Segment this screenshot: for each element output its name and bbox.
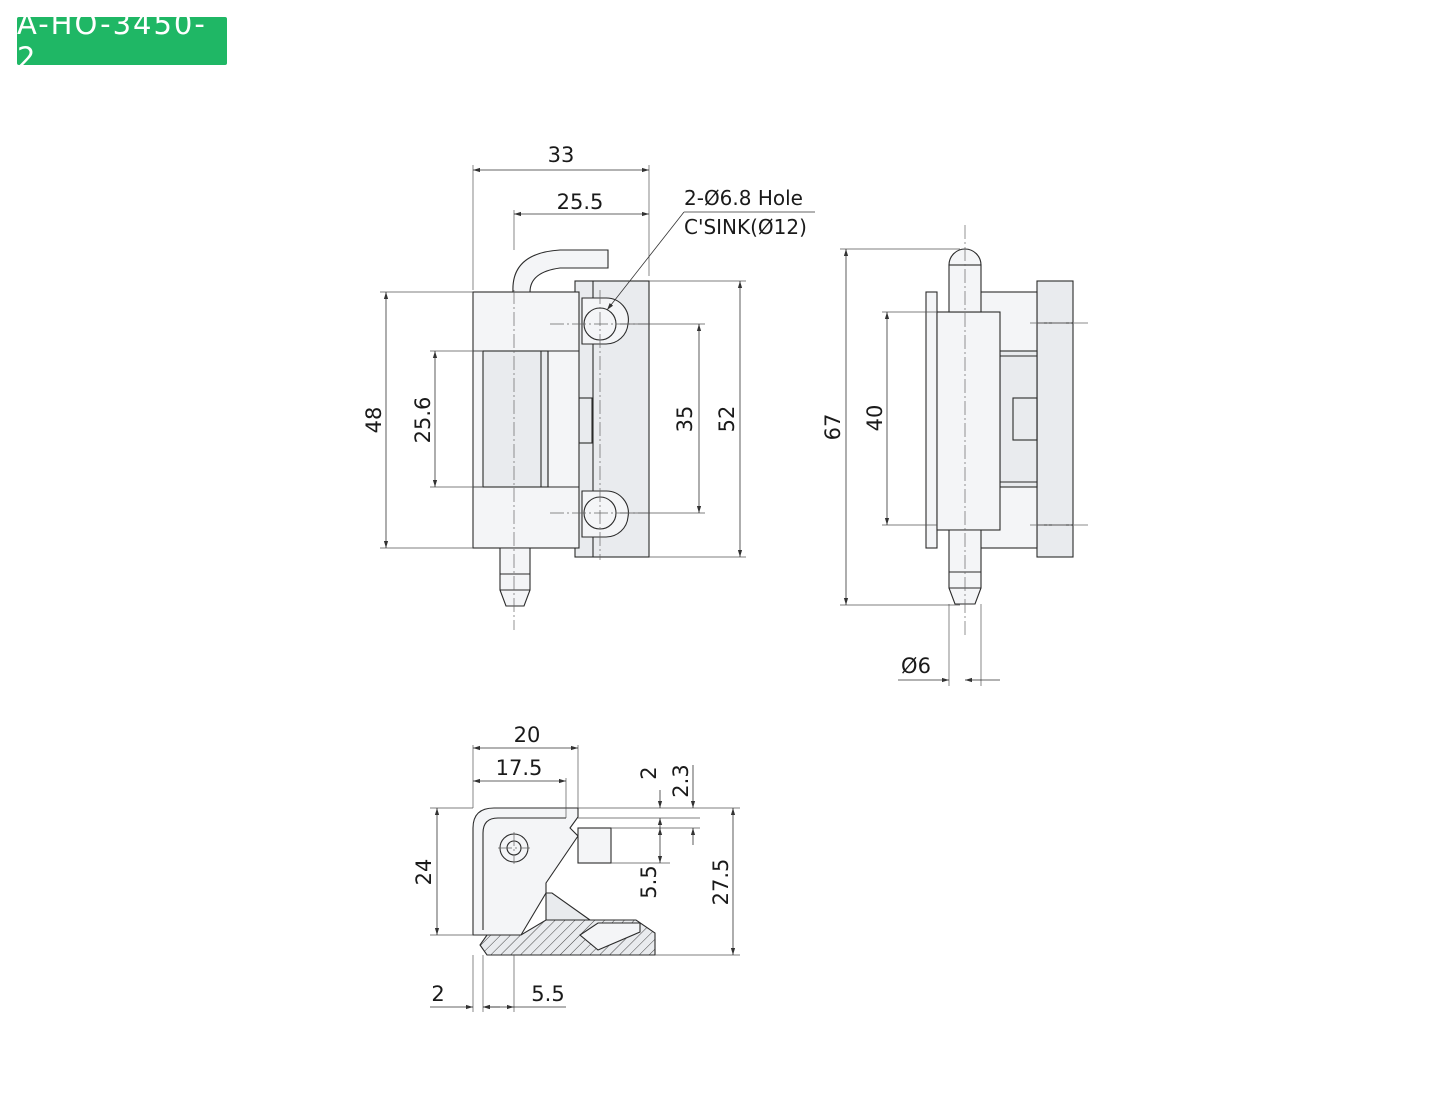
dim-2-top-label: 2 bbox=[637, 766, 661, 779]
dim-48-label: 48 bbox=[362, 407, 386, 434]
dim-20-label: 20 bbox=[514, 723, 541, 747]
callout-leader bbox=[606, 211, 685, 311]
front-knuckle-recess bbox=[482, 350, 549, 488]
front-view: 33 25.5 48 25.6 35 52 2-Ø6.8 Hole C'SINK… bbox=[362, 143, 815, 630]
hinge-top-curve bbox=[512, 249, 609, 293]
dim-d6-label: Ø6 bbox=[901, 654, 931, 678]
callout-hole-label: 2-Ø6.8 Hole bbox=[684, 186, 803, 210]
countersink-hole-top bbox=[581, 297, 629, 345]
dim-17-5-label: 17.5 bbox=[496, 756, 543, 780]
dim-40-label: 40 bbox=[863, 405, 887, 432]
dim-27-5-label: 27.5 bbox=[709, 859, 733, 906]
hinge-pin-bottom bbox=[499, 547, 531, 607]
dim-25-5-label: 25.5 bbox=[557, 190, 604, 214]
dim-67-label: 67 bbox=[821, 414, 845, 441]
side-left-plate bbox=[925, 291, 938, 549]
dim-33-label: 33 bbox=[548, 143, 575, 167]
side-view: 67 40 Ø6 bbox=[821, 225, 1090, 686]
dim-2-bottom-label: 2 bbox=[431, 982, 444, 1006]
dim-25-6-label: 25.6 bbox=[411, 397, 435, 444]
dim-24-label: 24 bbox=[412, 859, 436, 886]
countersink-hole-bottom bbox=[581, 490, 629, 538]
bottom-view: 20 17.5 2 2.3 5.5 27.5 24 2 5.5 bbox=[412, 723, 740, 1012]
side-middle-recess bbox=[999, 350, 1038, 488]
dim-5-5-right-label: 5.5 bbox=[637, 865, 661, 898]
dim-2-3-label: 2.3 bbox=[669, 764, 693, 797]
side-back-plate bbox=[1036, 280, 1074, 558]
callout-csink-label: C'SINK(Ø12) bbox=[684, 215, 807, 239]
side-knuckle bbox=[936, 311, 1001, 531]
plan-tab bbox=[577, 827, 612, 864]
plan-knuckle-body bbox=[472, 807, 579, 936]
dim-35-label: 35 bbox=[673, 406, 697, 433]
dim-5-5-bottom-label: 5.5 bbox=[531, 982, 564, 1006]
dim-52-label: 52 bbox=[715, 406, 739, 433]
